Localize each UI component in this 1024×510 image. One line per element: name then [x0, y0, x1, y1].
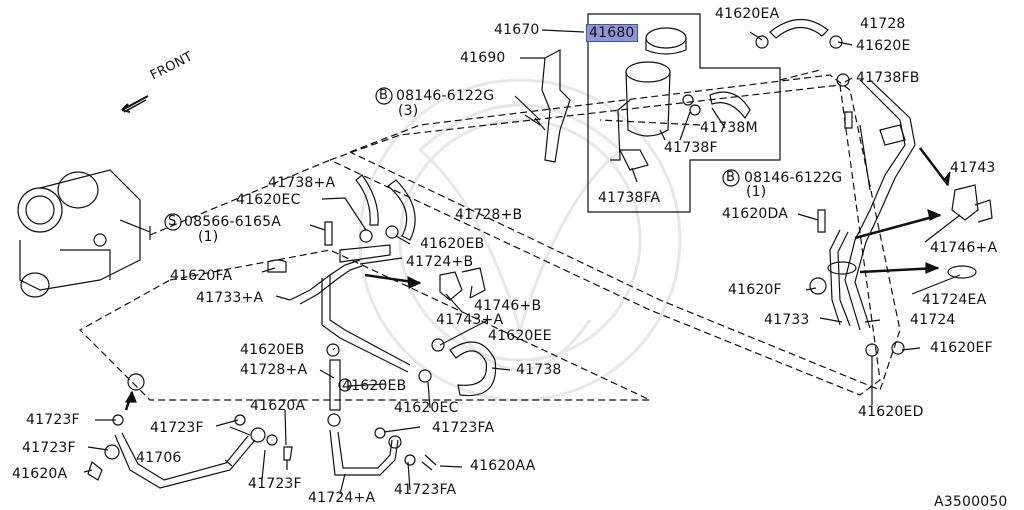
- label-41620EA: 41620EA: [715, 6, 780, 22]
- label-bolt-08146-top: 08146-6122G: [396, 88, 495, 104]
- hose-41728B: [387, 179, 416, 241]
- label-41723FA-bottom: 41723FA: [394, 482, 457, 498]
- label-screw-08566: 08566-6165A: [184, 214, 281, 230]
- hose-41728A: [329, 359, 341, 411]
- reservoir-box: [587, 13, 781, 213]
- label-41728B: 41728+B: [455, 207, 523, 223]
- label-41723F-left: 41723F: [22, 440, 76, 456]
- label-41738M: 41738M: [700, 120, 758, 136]
- label-41620EB-mid: 41620EB: [240, 342, 305, 358]
- bolt-08146-right: [844, 111, 853, 129]
- label-41620EF: 41620EF: [930, 340, 993, 356]
- label-41620EC-low: 41620EC: [394, 400, 459, 416]
- pipe-41706: [114, 432, 256, 489]
- label-41743A: 41743+A: [436, 312, 504, 328]
- label-41743: 41743: [950, 160, 996, 176]
- label-41746A: 41746+A: [930, 240, 998, 256]
- dashed-outline-upper: [349, 74, 901, 391]
- label-41620E: 41620E: [856, 38, 911, 54]
- label-41620EE: 41620EE: [488, 328, 552, 344]
- bolt-41620DA: [817, 209, 826, 233]
- label-41706: 41706: [136, 450, 182, 466]
- pipe-41724A: [329, 429, 399, 476]
- label-41723F-mid: 41723F: [150, 420, 204, 436]
- label-41620EB-low: 41620EB: [342, 378, 407, 394]
- front-arrow: [121, 95, 149, 113]
- label-41723FA-right: 41723FA: [432, 420, 495, 436]
- label-41746B: 41746+B: [474, 298, 542, 314]
- label-bolt-qty-top: (3): [398, 103, 419, 119]
- hose-41728: [769, 18, 829, 39]
- label-41738FB: 41738FB: [856, 70, 920, 86]
- label-41620EC: 41620EC: [236, 192, 301, 208]
- label-41738A: 41738+A: [268, 175, 336, 191]
- hose-41738: [449, 341, 497, 397]
- pipe-41733: [829, 229, 851, 327]
- label-screw-qty: (1): [198, 229, 219, 245]
- hose-41738A: [355, 174, 379, 226]
- marker-circles: [164, 87, 740, 231]
- label-41738FA: 41738FA: [598, 190, 661, 206]
- marker-s: S: [168, 214, 177, 229]
- dashed-leader-2: [779, 69, 821, 81]
- bolt-41620FA: [267, 259, 287, 273]
- label-41724A: 41724+A: [308, 490, 376, 506]
- label-41620A-mid: 41620A: [250, 398, 306, 414]
- label-41690: 41690: [460, 50, 506, 66]
- label-bolt-08146-right: 08146-6122G: [744, 170, 843, 186]
- label-41723F-bottom: 41723F: [248, 476, 302, 492]
- label-41670: 41670: [494, 22, 540, 38]
- watermark-emblem: [358, 78, 682, 402]
- dashed-leader-1: [599, 119, 701, 126]
- marker-b-right: B: [726, 170, 736, 185]
- bolt-41620A-left: [87, 460, 103, 481]
- dashed-outline-lower: [329, 84, 881, 396]
- dashed-outline-left: [79, 159, 651, 401]
- leader-lines: [83, 29, 961, 495]
- pipe-41733A: [289, 259, 363, 305]
- label-41733A: 41733+A: [196, 290, 264, 306]
- bolt-41620AA: [421, 454, 437, 471]
- label-41738F: 41738F: [664, 140, 718, 156]
- label-41738: 41738: [516, 362, 562, 378]
- label-41728A: 41728+A: [240, 362, 308, 378]
- label-41620EB-top: 41620EB: [420, 236, 485, 252]
- label-41620A-left: 41620A: [12, 466, 68, 482]
- label-41620AA: 41620AA: [470, 458, 536, 474]
- grommet-41724EA: [947, 265, 977, 279]
- screw-08566: [324, 221, 333, 246]
- hose-41738M: [709, 91, 751, 120]
- bolt-08146-top: [524, 114, 546, 131]
- label-41723F-top: 41723F: [26, 412, 80, 428]
- pump-assembly: [17, 169, 151, 298]
- label-41724EA: 41724EA: [922, 292, 987, 308]
- diagram-code: A3500050: [934, 494, 1008, 510]
- bracket-41690: [541, 49, 571, 163]
- marker-b-top: B: [379, 88, 389, 103]
- label-41620DA: 41620DA: [722, 206, 789, 222]
- clamp-41743: [951, 184, 993, 223]
- label-41733: 41733: [764, 312, 810, 328]
- label-41724: 41724: [910, 312, 956, 328]
- label-41620F: 41620F: [728, 282, 782, 298]
- label-41724B: 41724+B: [406, 254, 474, 270]
- label-41728: 41728: [860, 16, 906, 32]
- reservoir-tank: [610, 27, 687, 161]
- label-41620ED: 41620ED: [858, 404, 924, 420]
- bolt-41620A: [283, 446, 293, 470]
- label-bolt-qty-right: (1): [746, 184, 767, 200]
- label-41680-highlight[interactable]: 41680: [586, 24, 638, 42]
- label-41620FA: 41620FA: [170, 268, 233, 284]
